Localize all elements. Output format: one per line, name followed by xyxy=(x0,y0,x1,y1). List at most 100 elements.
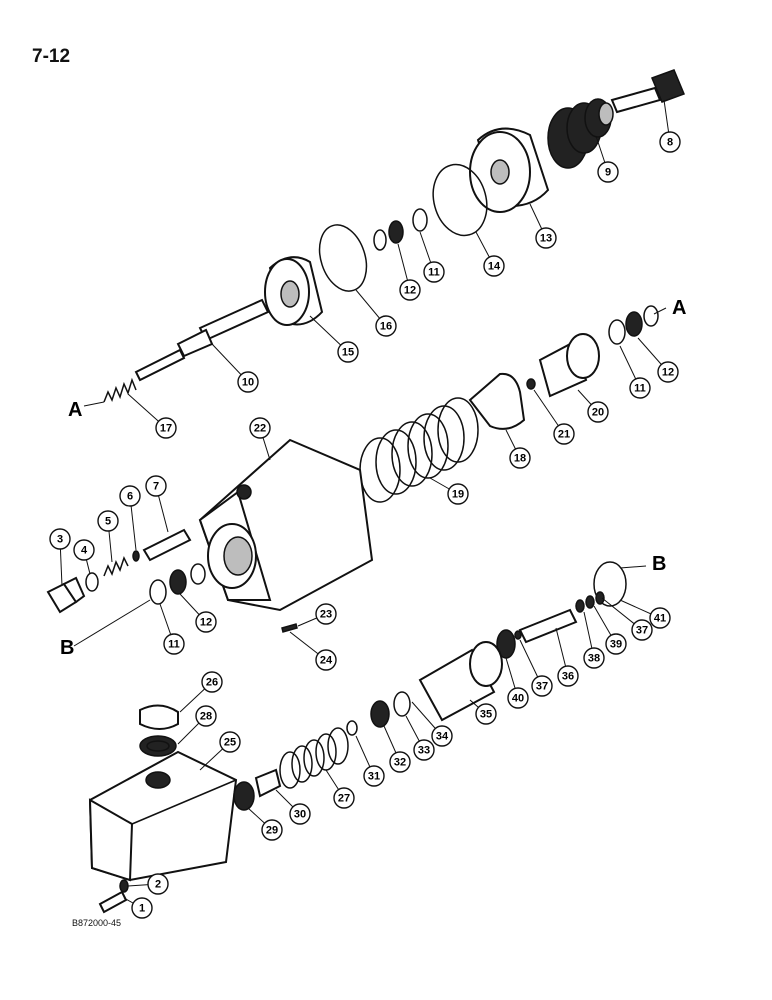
part-27-spring xyxy=(279,727,349,789)
callout-28: 28 xyxy=(195,705,217,727)
callout-label: 32 xyxy=(394,757,406,769)
callout-label: 38 xyxy=(588,653,600,665)
callout-label: 22 xyxy=(254,423,266,435)
callout-39: 39 xyxy=(605,633,627,655)
part-5-spring xyxy=(103,556,129,577)
part-26-cap xyxy=(139,704,179,730)
callout-19: 19 xyxy=(447,483,469,505)
callout-label: 24 xyxy=(320,655,333,667)
callout-40: 40 xyxy=(507,687,529,709)
callout-label: 23 xyxy=(320,609,332,621)
callout-3: 3 xyxy=(49,528,71,550)
callout-label: 19 xyxy=(452,489,464,501)
part-30-fitting xyxy=(254,768,282,798)
callout-label: 10 xyxy=(242,377,254,389)
callout-12: 12 xyxy=(399,279,421,301)
callout-label: 18 xyxy=(514,453,526,465)
callout-25: 25 xyxy=(219,731,241,753)
callout-7: 7 xyxy=(145,475,167,497)
part-33-34-washers xyxy=(393,691,411,717)
callout-10: 10 xyxy=(237,371,259,393)
callout-label: 36 xyxy=(562,671,574,683)
callout-36: 36 xyxy=(557,665,579,687)
part-9-boot xyxy=(547,98,614,169)
section-ref-a-right: A xyxy=(672,297,686,319)
section-ref-b-right: B xyxy=(652,553,666,575)
callout-2: 2 xyxy=(147,873,169,895)
part-18-retainer xyxy=(468,372,526,430)
part-14-o-ring xyxy=(432,163,488,237)
callout-23: 23 xyxy=(315,603,337,625)
part-23-24-pins xyxy=(281,623,298,633)
part-37-ring xyxy=(514,630,522,640)
callout-label: 11 xyxy=(428,267,440,279)
callout-20: 20 xyxy=(587,401,609,423)
part-10-rod xyxy=(134,298,270,382)
part-16-snap-ring xyxy=(318,224,368,292)
part-21-ring xyxy=(526,378,536,390)
callout-label: 30 xyxy=(294,809,306,821)
parts-11-12-rings-right xyxy=(608,305,659,345)
callout-24: 24 xyxy=(315,649,337,671)
callout-9: 9 xyxy=(597,161,619,183)
callout-label: 4 xyxy=(81,545,88,557)
callout-label: 39 xyxy=(610,639,622,651)
parts-11-12-rings-upper xyxy=(373,208,428,251)
callout-13: 13 xyxy=(535,227,557,249)
callout-21: 21 xyxy=(553,423,575,445)
callout-label: 16 xyxy=(380,321,392,333)
section-ref-a-left: A xyxy=(68,399,82,421)
callout-label: 12 xyxy=(662,367,674,379)
callout-29: 29 xyxy=(261,819,283,841)
callout-label: 41 xyxy=(654,613,666,625)
callout-8: 8 xyxy=(659,131,681,153)
callout-38: 38 xyxy=(583,647,605,669)
part-32-seal xyxy=(370,700,390,728)
callout-label: 35 xyxy=(480,709,492,721)
callout-label: 1 xyxy=(139,903,145,915)
part-28-gasket xyxy=(139,735,177,757)
callout-5: 5 xyxy=(97,510,119,532)
callout-label: 7 xyxy=(153,481,159,493)
callout-1: 1 xyxy=(131,897,153,919)
callout-label: 33 xyxy=(418,745,430,757)
callout-label: 37 xyxy=(536,681,548,693)
callout-label: 27 xyxy=(338,793,350,805)
part-17-spring xyxy=(103,377,137,403)
part-36-spool xyxy=(518,608,578,644)
callout-33: 33 xyxy=(413,739,435,761)
part-22-housing xyxy=(198,438,374,612)
callout-32: 32 xyxy=(389,751,411,773)
callout-label: 3 xyxy=(57,534,63,546)
figure-code: B872000-45 xyxy=(72,918,122,928)
part-6-washer xyxy=(132,550,140,562)
callout-15: 15 xyxy=(337,341,359,363)
callout-30: 30 xyxy=(289,803,311,825)
callout-label: 25 xyxy=(224,737,236,749)
parts-1-2-bolt-washer xyxy=(98,879,129,914)
part-15-piston xyxy=(264,256,324,326)
callout-label: 17 xyxy=(160,423,172,435)
callout-11c: 11 xyxy=(163,633,185,655)
callout-label: 14 xyxy=(488,261,501,273)
part-8-bolt xyxy=(610,69,685,114)
callout-label: 8 xyxy=(667,137,673,149)
section-ref-b-left: B xyxy=(60,637,74,659)
part-20-piston xyxy=(538,333,600,398)
callout-35: 35 xyxy=(475,703,497,725)
callout-22: 22 xyxy=(249,417,271,439)
parts-38-39-rings xyxy=(575,591,605,613)
callout-37: 37 xyxy=(531,675,553,697)
callout-label: 21 xyxy=(558,429,570,441)
part-41-snap-ring xyxy=(593,561,627,607)
callout-label: 12 xyxy=(404,285,416,297)
callout-6: 6 xyxy=(119,485,141,507)
callout-label: 15 xyxy=(342,347,354,359)
part-35-piston xyxy=(418,641,503,722)
callout-12b: 12 xyxy=(657,361,679,383)
callout-16: 16 xyxy=(375,315,397,337)
callout-label: 13 xyxy=(540,233,552,245)
callout-26: 26 xyxy=(201,671,223,693)
callout-4: 4 xyxy=(73,539,95,561)
